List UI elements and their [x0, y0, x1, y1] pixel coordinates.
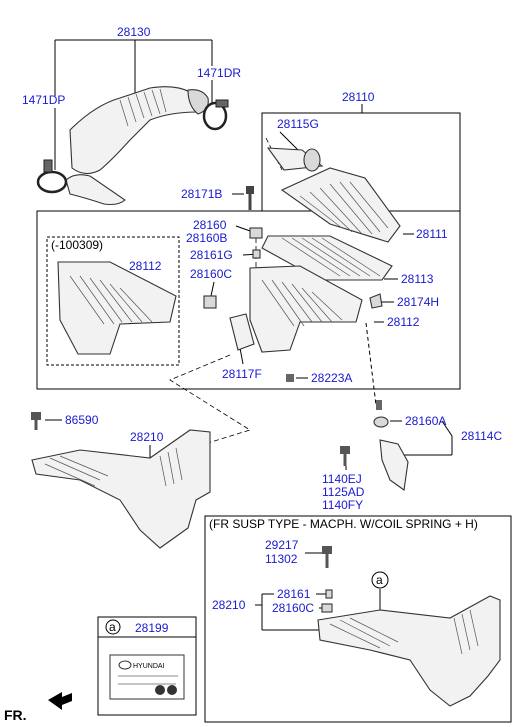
part-label-1471dp: 1471DP [22, 93, 65, 107]
part-label-28161g: 28161G [190, 248, 233, 262]
variant-dashed-box [46, 236, 180, 366]
grommet-28160 [249, 227, 263, 239]
grommet-28160c [203, 295, 217, 309]
decal-callout-box [97, 616, 197, 716]
part-label-1140fy: 1140FY [322, 498, 363, 512]
hose-clamp-1471dp [36, 159, 68, 194]
intake-duct-28210 [31, 429, 211, 549]
part-label-86590: 86590 [65, 413, 99, 427]
air-filter-element-28113 [261, 235, 393, 281]
bolt-28171b [246, 186, 254, 210]
air-cleaner-upper-frame [261, 112, 461, 211]
part-label-28160c-b: 28160C [272, 601, 314, 615]
fr-susp-note: (FR SUSP TYPE - MACPH. W/COIL SPRING + H… [209, 517, 478, 531]
clip-28174h [369, 293, 383, 309]
hose-clamp-1471dr [202, 99, 229, 131]
front-direction-arrow [48, 692, 72, 710]
collar-28161g [252, 249, 261, 259]
part-label-28160a: 28160A [405, 414, 446, 428]
callout-circle-a-2 [105, 619, 121, 635]
part-label-28174h: 28174H [397, 295, 439, 309]
part-label-28160c: 28160C [190, 267, 232, 281]
part-label-28210: 28210 [130, 430, 164, 444]
part-label-28199: 28199 [135, 621, 169, 635]
air-cleaner-assembly-frame [36, 210, 461, 390]
part-label-28160b: 28160B [186, 231, 227, 245]
part-label-1471dr: 1471DR [197, 66, 241, 80]
air-cleaner-body-variant-28112 [57, 261, 177, 355]
callout-a-text: a [376, 573, 383, 587]
part-label-1140ej: 1140EJ [322, 472, 362, 486]
part-label-28117f: 28117F [222, 367, 262, 381]
bolt-29217 [322, 546, 332, 568]
part-label-28160: 28160 [193, 218, 227, 232]
part-label-28110: 28110 [342, 90, 375, 104]
air-cleaner-body-28112 [249, 265, 363, 353]
part-label-28115g: 28115G [277, 117, 319, 131]
front-label: FR. [4, 707, 27, 723]
part-label-11302: 11302 [265, 552, 298, 566]
fr-susp-option-frame [204, 515, 512, 723]
air-cleaner-cover-28111 [280, 167, 401, 243]
intake-duct-28210-b [317, 595, 501, 707]
grommet-28160c-b [321, 603, 333, 613]
bracket-28114c [379, 439, 409, 491]
part-label-28161: 28161 [277, 587, 311, 601]
decal-brand-text: HYUNDAI [133, 663, 165, 670]
part-label-29217: 29217 [265, 538, 299, 552]
part-label-28112: 28112 [387, 315, 420, 329]
bolt-86590 [31, 412, 41, 430]
part-label-28130: 28130 [117, 25, 151, 39]
callout-a-text-2: a [109, 620, 116, 634]
bolt-1140ej [340, 446, 350, 466]
part-label-28210-b: 28210 [212, 598, 246, 612]
decal-label-28199: HYUNDAI [109, 654, 185, 700]
part-label-28113: 28113 [401, 272, 434, 286]
part-label-28171b: 28171B [181, 187, 222, 201]
resonator-28117f [229, 313, 255, 351]
part-label-28114c: 28114C [461, 429, 502, 443]
part-label-28223a: 28223A [311, 371, 352, 385]
variant-code-label: (-100309) [51, 238, 103, 252]
part-label-28111: 28111 [416, 227, 448, 241]
part-label-1125ad: 1125AD [322, 485, 365, 499]
collar-28161 [325, 589, 333, 599]
grommet-28160a [373, 400, 389, 428]
callout-circle-a [371, 571, 389, 589]
air-duct-28115g [266, 147, 324, 172]
screw-28223a [286, 374, 294, 382]
part-label-28112-variant: 28112 [129, 259, 162, 273]
air-intake-hose-28130 [65, 86, 209, 206]
